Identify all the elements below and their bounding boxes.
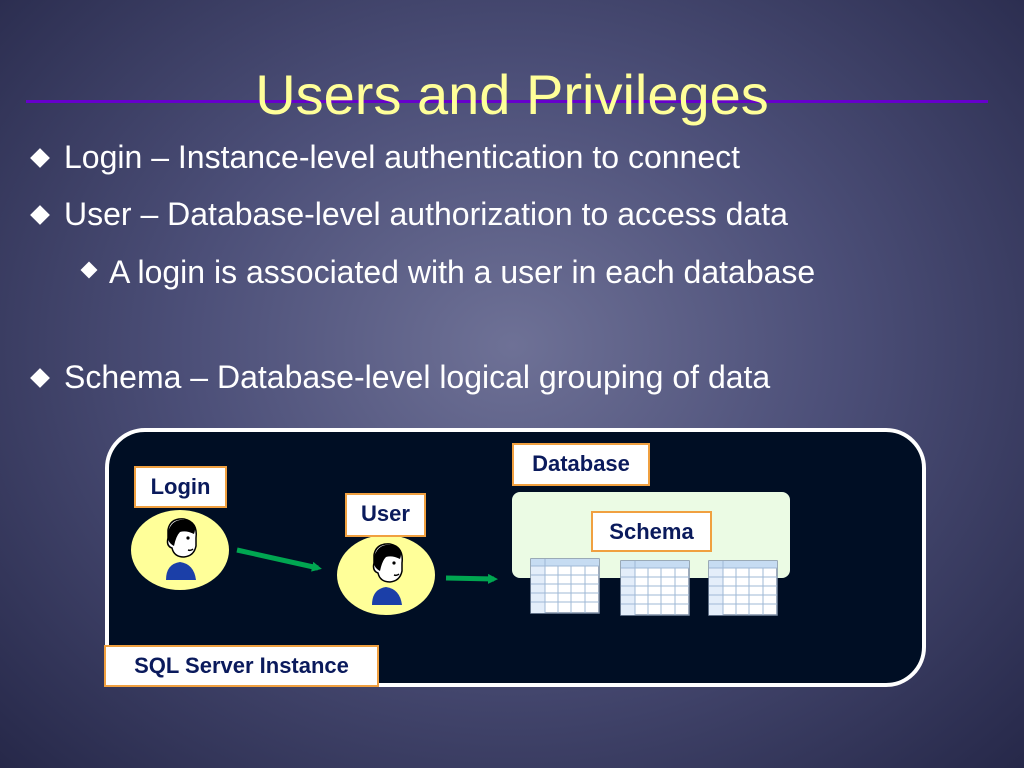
right-arrow-icon [445,573,498,584]
bullet-schema-text: Schema – Database-level logical grouping… [64,359,771,395]
sub-bullet-text: A login is associated with a user in eac… [109,254,816,290]
user-avatar [337,535,435,615]
person-icon [166,518,197,580]
slide-title: Users and Privileges [255,63,769,126]
person-icon [372,543,403,605]
table-grid-icon [620,560,690,616]
login-label: Login [134,466,227,508]
login-avatar [131,510,229,590]
bullet-login: Login – Instance-level authentication to… [64,134,740,180]
database-label: Database [512,443,650,486]
sub-bullet-login-user: A login is associated with a user in eac… [109,248,849,296]
right-arrow-icon [236,547,322,572]
table-grid-icon [708,560,778,616]
title-underline [26,100,988,103]
table-grid-icon [530,558,600,614]
schema-label: Schema [591,511,712,552]
sql-server-instance-label: SQL Server Instance [104,645,379,687]
bullet-user-text: User – Database-level authorization to a… [64,196,788,232]
bullet-user: User – Database-level authorization to a… [64,191,788,237]
bullet-list: Login – Instance-level authentication to… [0,0,1024,420]
user-label: User [345,493,426,537]
bullet-login-text: Login – Instance-level authentication to… [64,139,741,175]
bullet-schema: Schema – Database-level logical grouping… [64,354,770,400]
